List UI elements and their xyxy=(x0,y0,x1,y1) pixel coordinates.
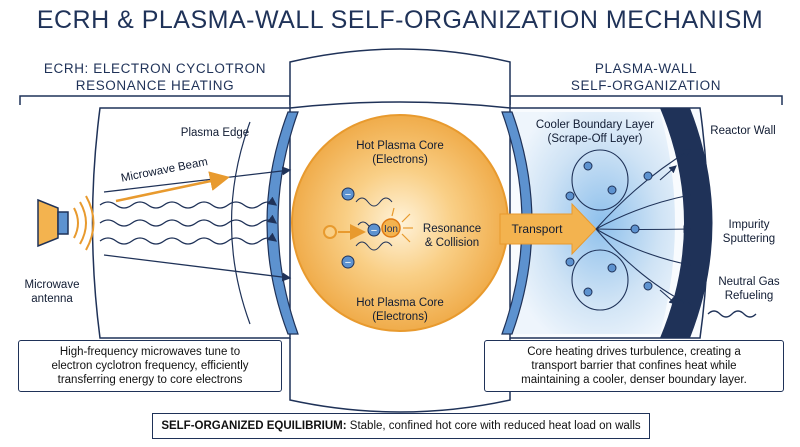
plasma-edge-label: Plasma Edge xyxy=(180,127,250,139)
core-top-label-line2: (Electrons) xyxy=(372,154,428,166)
left-section-title: ECRH: ELECTRON CYCLOTRON RESONANCE HEATI… xyxy=(24,60,286,94)
right-section-bracket xyxy=(509,95,783,105)
left-box-line1: High-frequency microwaves tune to xyxy=(59,346,241,358)
microwave-antenna-label: Microwave antenna xyxy=(16,278,88,306)
left-edge-inner-shell xyxy=(230,121,251,325)
right-box-line3: maintaining a cooler, denser boundary la… xyxy=(521,374,747,386)
electron-symbol-2: − xyxy=(371,225,377,237)
page-title: ECRH & PLASMA-WALL SELF-ORGANIZATION MEC… xyxy=(36,6,764,34)
electron-symbols: − − − xyxy=(345,189,377,269)
antenna-label-line1: Microwave xyxy=(24,279,80,291)
boundary-label-line1: Cooler Boundary Layer xyxy=(535,119,655,131)
boundary-layer-region xyxy=(512,112,675,334)
core-top-label-line1: Hot Plasma Core xyxy=(356,140,444,152)
core-bottom-label: Hot Plasma Core (Electrons) xyxy=(340,296,460,324)
left-section-bracket xyxy=(19,95,291,105)
core-bottom-label-line2: (Electrons) xyxy=(372,311,428,323)
equilibrium-footer: SELF-ORGANIZED EQUILIBRIUM: Stable, conf… xyxy=(152,413,650,439)
boundary-flow-lines xyxy=(571,149,692,311)
right-section-title-line2: SELF-ORGANIZATION xyxy=(570,78,722,93)
footer-text: Stable, confined hot core with reduced h… xyxy=(346,420,641,432)
antenna-label-line2: antenna xyxy=(31,293,73,305)
resonance-label-line1: Resonance xyxy=(422,223,482,235)
wall-interaction-arrows xyxy=(659,165,677,305)
impurity-label-line1: Impurity xyxy=(728,219,770,231)
left-box-line3: transferring energy to core electrons xyxy=(57,374,243,386)
neutral-gas-label: Neutral Gas Refueling xyxy=(704,275,794,303)
right-plasma-edge-shell xyxy=(501,111,533,335)
self-organization-explanation-box: Core heating drives turbulence, creating… xyxy=(484,340,784,392)
neutral-label-line1: Neutral Gas xyxy=(718,276,780,288)
right-box-line2: transport barrier that confines heat whi… xyxy=(531,360,737,372)
neutral-gas-wave-icon xyxy=(707,310,757,318)
collision-burst-icon xyxy=(391,207,413,243)
microwave-beam-arrow xyxy=(115,171,230,203)
neutral-label-line2: Refueling xyxy=(724,290,774,302)
right-section-title-line1: PLASMA-WALL xyxy=(594,61,698,76)
boundary-layer-label: Cooler Boundary Layer (Scrape-Off Layer) xyxy=(520,118,670,146)
core-electrons xyxy=(341,187,381,269)
transport-label: Transport xyxy=(511,222,563,236)
microwave-antenna-icon xyxy=(37,195,95,251)
electron-symbol-1: − xyxy=(345,189,351,201)
ion-label: Ion xyxy=(384,224,398,235)
electron-symbol-3: − xyxy=(345,257,351,269)
reactor-wall-label: Reactor Wall xyxy=(710,125,776,137)
incoming-particle xyxy=(323,225,337,239)
left-section-title-line2: RESONANCE HEATING xyxy=(75,78,235,93)
impurity-label-line2: Sputtering xyxy=(722,233,776,245)
reactor-wall xyxy=(660,108,713,338)
left-box-line2: electron cyclotron frequency, efficientl… xyxy=(51,360,249,372)
boundary-label-line2: (Scrape-Off Layer) xyxy=(547,133,643,145)
footer-bold: SELF-ORGANIZED EQUILIBRIUM: xyxy=(161,420,347,432)
right-section-title: PLASMA-WALL SELF-ORGANIZATION xyxy=(514,60,778,94)
core-top-label: Hot Plasma Core (Electrons) xyxy=(340,139,460,167)
right-box-line1: Core heating drives turbulence, creating… xyxy=(527,346,741,358)
ecrh-explanation-box: High-frequency microwaves tune to electr… xyxy=(18,340,282,392)
resonance-label-line2: & Collision xyxy=(424,237,480,249)
impurity-sputtering-label: Impurity Sputtering xyxy=(710,218,788,246)
microwave-rays xyxy=(99,166,292,282)
transport-arrow xyxy=(499,202,597,256)
resonance-label: Resonance & Collision xyxy=(412,222,492,250)
ion-particle xyxy=(381,218,401,238)
boundary-particles xyxy=(565,161,653,297)
core-bottom-label-line1: Hot Plasma Core xyxy=(356,297,444,309)
left-section-title-line1: ECRH: ELECTRON CYCLOTRON xyxy=(43,61,267,76)
